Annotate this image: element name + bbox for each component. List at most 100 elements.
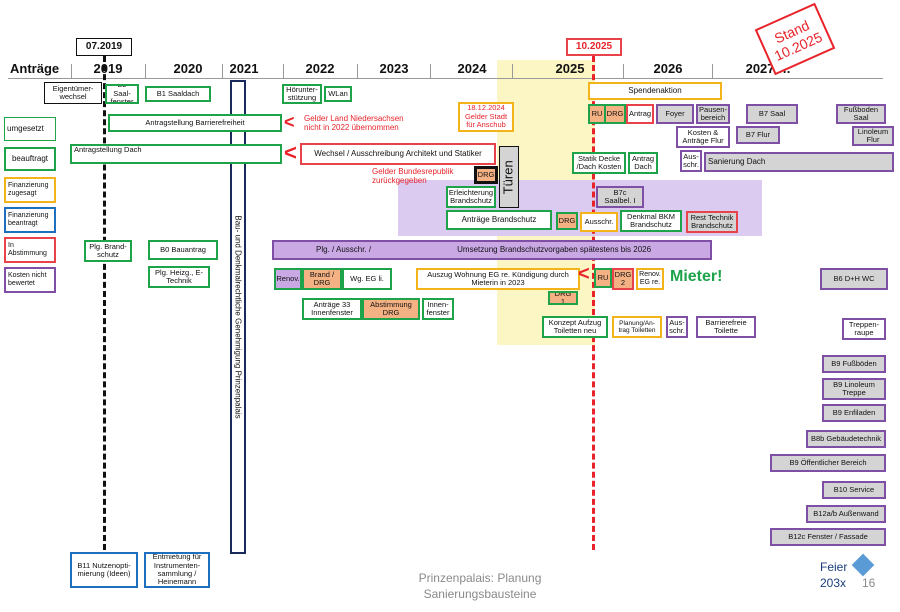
- abstimmung-box: Abstimmung DRG: [362, 298, 420, 320]
- now-marker-line: [592, 56, 595, 550]
- pausen-box: Pausen-bereich: [696, 104, 730, 124]
- legend-in-abstimmung: In Abstimmung: [4, 237, 56, 263]
- feier-label: Feier 203x: [820, 560, 847, 591]
- treppenraupe-box: Treppen-raupe: [842, 318, 886, 340]
- legend-finanzierung-zugesagt: Finanzierung zugesagt: [4, 177, 56, 203]
- statik-box: Statik Decke /Dach Kosten: [572, 152, 626, 174]
- foyer-box: Foyer: [656, 104, 694, 124]
- wechsel-box: Wechsel / Ausschreibung Architekt und St…: [300, 143, 496, 165]
- b7saal-box: B7 Saal: [746, 104, 798, 124]
- b6-box: B6 D+H WC: [820, 268, 888, 290]
- antrag-dach2-box: Antrag Dach: [628, 152, 658, 174]
- year-2025: 2025: [555, 61, 585, 76]
- red-arrow: <: [284, 140, 297, 165]
- footer-title: Prinzenpalais: Planung Sanierungsbaustei…: [400, 570, 560, 602]
- b7c-box: B7c Saalbel. I: [596, 186, 644, 208]
- drg-brand-box: DRG: [556, 212, 578, 230]
- linoleum-flur-box: Linoleum Flur: [852, 126, 894, 146]
- brand-drg-box: Brand / DRG: [302, 268, 342, 290]
- wlan-box: WLan: [324, 86, 352, 102]
- year-2023: 2023: [379, 61, 409, 76]
- year-divider: [430, 64, 431, 78]
- ru-box-2: RU: [594, 268, 612, 288]
- year-2019: 2019: [93, 61, 123, 76]
- drg1-box: DRG 1: [548, 291, 578, 305]
- year-2026: 2026: [653, 61, 683, 76]
- eigentuemer-box: Eigentümer-wechsel: [44, 82, 102, 104]
- barriere-antrag-box: Antragstellung Barrierefreiheit: [108, 114, 282, 132]
- wg-eg-box: Wg. EG li.: [342, 268, 392, 290]
- start-marker-line: [103, 56, 106, 550]
- planung-box: Planung/An-trag Toiletten: [612, 316, 662, 338]
- kosten-box: Kosten & Anträge Flur: [676, 126, 730, 148]
- antraege33-box: Anträge 33 Innenfenster: [302, 298, 362, 320]
- antrag-box: Antrag: [626, 104, 654, 124]
- auszug-box: Auszug Wohnung EG re. Kündigung durch Mi…: [416, 268, 580, 290]
- footer-line1: Prinzenpalais: Planung: [418, 571, 542, 585]
- year-2021: 2021: [229, 61, 259, 76]
- sanierung-dach-box: Sanierung Dach: [704, 152, 894, 172]
- land-note: Gelder Land Niedersachsen nicht in 2022 …: [304, 114, 404, 133]
- year-divider: [145, 64, 146, 78]
- entmietung-box: Entmietung für Instrumenten-sammlung / H…: [144, 552, 210, 588]
- fussboden-saal-box: Fußboden Saal: [836, 104, 886, 124]
- barrierefreie-box: Barrierefreie Toilette: [696, 316, 756, 338]
- antrag-dach-text: Antragstellung Dach: [74, 145, 142, 154]
- plg-ausschr-text: Plg. / Ausschr. /: [316, 244, 372, 254]
- feier-line2: 203x: [820, 575, 847, 590]
- legend-kosten-nicht-bewertet: Kosten nicht bewertet: [4, 267, 56, 293]
- right-list-item: B12a/b Außenwand: [806, 505, 886, 523]
- genehmigung-bar: Bau- und Denkmalrechtliche Genehmigung P…: [230, 80, 246, 554]
- antraege-brand-box: Anträge Brandschutz: [446, 210, 552, 230]
- legend-beauftragt: beauftragt: [4, 147, 56, 171]
- antrag-dach-box: Antragstellung Dach: [70, 144, 282, 164]
- spendenaktion-box: Spendenaktion: [588, 82, 722, 100]
- legend-umgesetzt: umgesetzt: [4, 117, 56, 141]
- rest-technik-box: Rest Technik Brandschutz: [686, 211, 738, 233]
- right-list-item: B9 Linoleum Treppe: [822, 378, 886, 400]
- diamond-icon: [851, 553, 875, 577]
- year-divider: [712, 64, 713, 78]
- b11-box: B11 Nutzenopti-mierung (Ideen): [70, 552, 138, 588]
- year-divider: [283, 64, 284, 78]
- year-divider: [512, 64, 513, 78]
- b7flur-box: B7 Flur: [736, 126, 780, 144]
- tueren-label: Türen: [500, 160, 516, 194]
- date-now-box: 10.2025: [566, 38, 622, 56]
- innenfenster-box: Innen-fenster: [422, 298, 454, 320]
- umsetzung-bar: Plg. / Ausschr. / Umsetzung Brandschutzv…: [272, 240, 712, 260]
- year-2020: 2020: [173, 61, 203, 76]
- plg-heizg-box: Plg. Heizg., E-Technik: [148, 266, 210, 288]
- timeline-axis: [8, 78, 883, 79]
- year-2022: 2022: [305, 61, 335, 76]
- date-start-box: 07.2019: [76, 38, 132, 56]
- page-number: 16: [862, 576, 876, 590]
- stadt-note: 18.12.2024 Gelder Stadt für Anschub: [458, 102, 514, 132]
- year-divider: [222, 64, 223, 78]
- year-divider: [357, 64, 358, 78]
- b1-box: B1 Saaldach: [145, 86, 211, 102]
- hoerunter-box: Hörunter-stützung: [282, 84, 322, 104]
- year-divider: [71, 64, 72, 78]
- tueren-box: Türen: [499, 146, 519, 208]
- aus-schr-box: Aus-schr.: [666, 316, 688, 338]
- mieter-label: Mieter!: [670, 268, 723, 285]
- drg-box: DRG: [474, 166, 498, 184]
- footer-line2: Sanierungsbausteine: [423, 587, 537, 602]
- bund-note: Gelder Bundesrepublik zurückgegeben: [372, 167, 454, 186]
- umsetzung-text: Umsetzung Brandschutzvorgaben spätestens…: [457, 244, 652, 254]
- right-list-item: B8b Gebäudetechnik: [806, 430, 886, 448]
- red-arrow: <: [578, 263, 590, 285]
- b0-box: B0 Bauantrag: [148, 240, 218, 260]
- erleichterung-box: Erleichterung Brandschutz: [446, 186, 496, 208]
- drg2-box: DRG 2: [612, 268, 634, 290]
- right-list-item: B9 Öffentlicher Bereich: [770, 454, 886, 472]
- antraege-label: Anträge: [10, 61, 60, 76]
- renov-eg-box: Renov. EG re.: [636, 268, 664, 290]
- year-divider: [623, 64, 624, 78]
- right-list-item: B10 Service: [822, 481, 886, 499]
- renov-box: Renov.: [274, 268, 302, 290]
- b2-box: B2 Saal-fenster: [105, 84, 139, 104]
- drg-box-2026: DRG: [604, 104, 626, 124]
- feier-line1: Feier: [820, 560, 848, 574]
